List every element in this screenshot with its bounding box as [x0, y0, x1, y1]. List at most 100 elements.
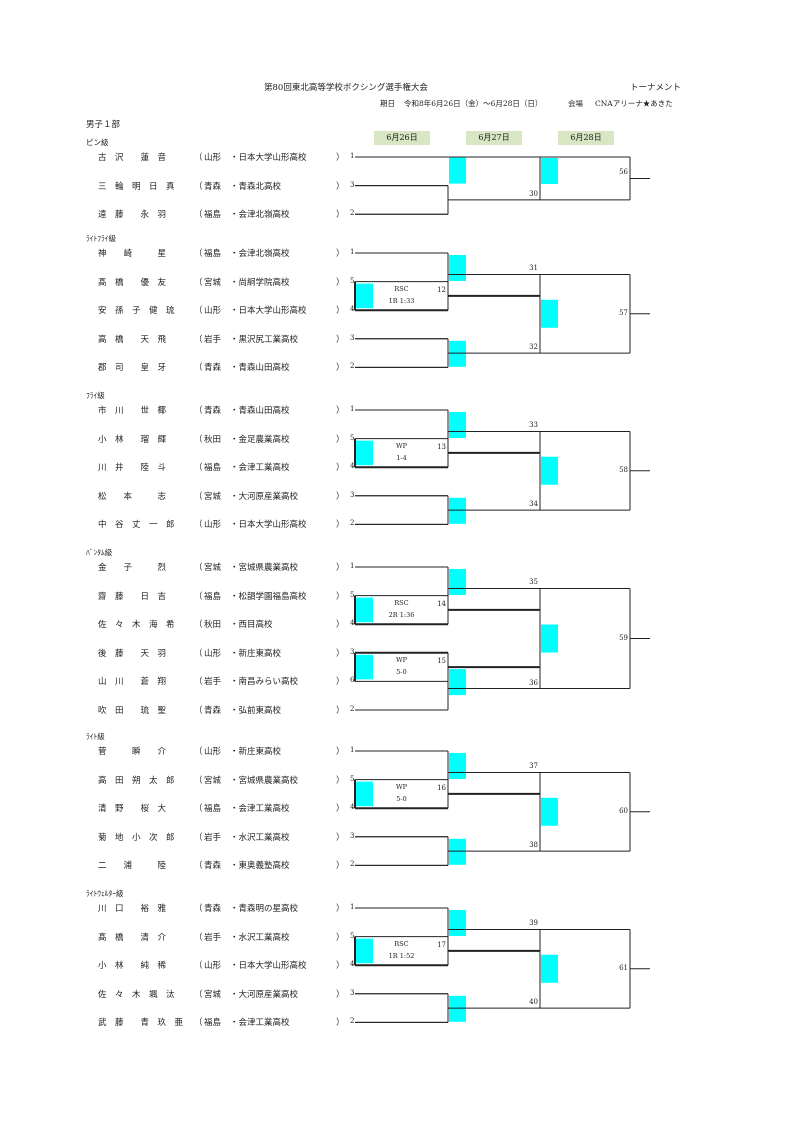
- athlete-name: 川 井 陸 斗: [98, 463, 167, 474]
- school-name: ・金足農業高校: [230, 434, 290, 445]
- final-match-number: 61: [619, 963, 628, 972]
- school-name: ・会津工業高校: [230, 804, 290, 815]
- school-name: ・日本大学山形高校: [230, 961, 307, 972]
- match-number: 37: [529, 762, 538, 771]
- prefecture: 秋田: [204, 434, 222, 445]
- day-header-1: 6月26日: [374, 131, 430, 145]
- paren-close: ）: [336, 961, 345, 972]
- paren-open: （: [194, 181, 203, 192]
- draw-number: 2: [350, 362, 355, 371]
- paren-open: （: [194, 306, 203, 317]
- winner-highlight: [356, 440, 373, 466]
- weight-class-label: ピン級: [86, 138, 109, 147]
- athlete-name: 二 浦 陸: [98, 861, 167, 872]
- match-number: 38: [529, 841, 538, 850]
- day-header-3: 6月28日: [558, 131, 614, 145]
- paren-close: ）: [336, 648, 345, 659]
- school-name: ・会津工業高校: [230, 1018, 290, 1029]
- result-method: WP: [395, 782, 408, 791]
- school-name: ・会津北嶺高校: [230, 210, 290, 221]
- paren-close: ）: [336, 989, 345, 1000]
- paren-open: （: [194, 832, 203, 843]
- draw-number: 3: [350, 831, 355, 840]
- match-number: 30: [529, 189, 538, 198]
- winner-highlight: [449, 497, 466, 524]
- athlete-name: 小 林 瑠 輝: [98, 434, 167, 445]
- paren-close: ）: [336, 747, 345, 757]
- draw-number: 3: [350, 490, 355, 499]
- result-method: WP: [395, 441, 408, 450]
- school-name: ・会津工業高校: [230, 463, 290, 474]
- period-value: 令和8年6月26日（金）～6月28日（日）: [404, 99, 543, 108]
- paren-open: （: [194, 961, 203, 972]
- draw-number: 5: [350, 774, 355, 783]
- draw-number: 1: [350, 903, 355, 911]
- result-method: WP: [395, 655, 408, 664]
- paren-open: （: [194, 904, 203, 914]
- paren-close: ）: [336, 277, 345, 288]
- school-name: ・日本大学山形高校: [230, 520, 307, 531]
- paren-close: ）: [336, 804, 345, 815]
- final-match-number: 58: [619, 465, 628, 474]
- athlete-name: 菊 地 小 次 郎: [98, 832, 175, 843]
- result-detail: 5-0: [396, 667, 407, 676]
- paren-close: ）: [336, 491, 345, 502]
- match-number: 12: [437, 285, 446, 294]
- athlete-name: 安 孫 子 健 琉: [98, 306, 175, 317]
- school-name: ・青森山田高校: [230, 406, 290, 416]
- draw-number: 6: [350, 676, 355, 685]
- draw-number: 5: [350, 276, 355, 285]
- prefecture: 岩手: [204, 932, 222, 943]
- paren-close: ）: [336, 363, 345, 374]
- athlete-name: 小 林 純 稀: [98, 961, 167, 972]
- school-name: ・青森明の星高校: [230, 904, 299, 914]
- paren-close: ）: [336, 775, 345, 786]
- paren-close: ）: [336, 1018, 345, 1029]
- draw-number: 4: [350, 619, 355, 628]
- school-name: ・日本大学山形高校: [230, 306, 307, 317]
- paren-open: （: [194, 463, 203, 474]
- prefecture: 福島: [204, 591, 222, 602]
- document-type: トーナメント: [630, 83, 682, 93]
- athlete-name: 髙 橋 清 介: [98, 932, 167, 943]
- winner-highlight: [449, 157, 466, 184]
- paren-close: ）: [336, 406, 345, 416]
- page-title: 第80回東北高等学校ボクシング選手権大会: [264, 83, 428, 93]
- paren-close: ）: [336, 563, 345, 573]
- paren-close: ）: [336, 591, 345, 602]
- paren-close: ）: [336, 520, 345, 531]
- paren-close: ）: [336, 706, 345, 716]
- prefecture: 宮城: [204, 277, 222, 288]
- paren-close: ）: [336, 677, 345, 688]
- paren-open: （: [194, 620, 203, 631]
- prefecture: 青森: [204, 181, 222, 192]
- paren-open: （: [194, 861, 203, 872]
- winner-highlight: [449, 569, 466, 595]
- draw-number: 2: [350, 519, 355, 528]
- match-number: 40: [529, 998, 538, 1007]
- school-name: ・尚絅学院高校: [230, 277, 290, 288]
- paren-open: （: [194, 491, 203, 502]
- prefecture: 岩手: [204, 832, 222, 843]
- match-number: 35: [529, 578, 538, 587]
- paren-open: （: [194, 363, 203, 374]
- prefecture: 福島: [204, 463, 222, 474]
- winner-highlight: [449, 340, 466, 367]
- draw-number: 5: [350, 931, 355, 940]
- athlete-name: 金 子 烈: [98, 563, 167, 573]
- match-number: 13: [437, 442, 446, 451]
- paren-open: （: [194, 563, 203, 573]
- winner-highlight: [449, 669, 466, 696]
- draw-number: 3: [350, 988, 355, 997]
- prefecture: 宮城: [204, 491, 222, 502]
- result-detail: 2R 1:36: [388, 610, 415, 619]
- paren-open: （: [194, 591, 203, 602]
- match-number: 15: [437, 657, 446, 666]
- weight-class-label: ﾗｲﾄ級: [86, 732, 105, 741]
- winner-highlight: [449, 910, 466, 936]
- draw-number: 2: [350, 1017, 355, 1026]
- venue-label: 会場: [568, 99, 583, 108]
- paren-open: （: [194, 648, 203, 659]
- school-name: ・宮城県農業高校: [230, 563, 299, 573]
- winner-highlight: [541, 797, 558, 826]
